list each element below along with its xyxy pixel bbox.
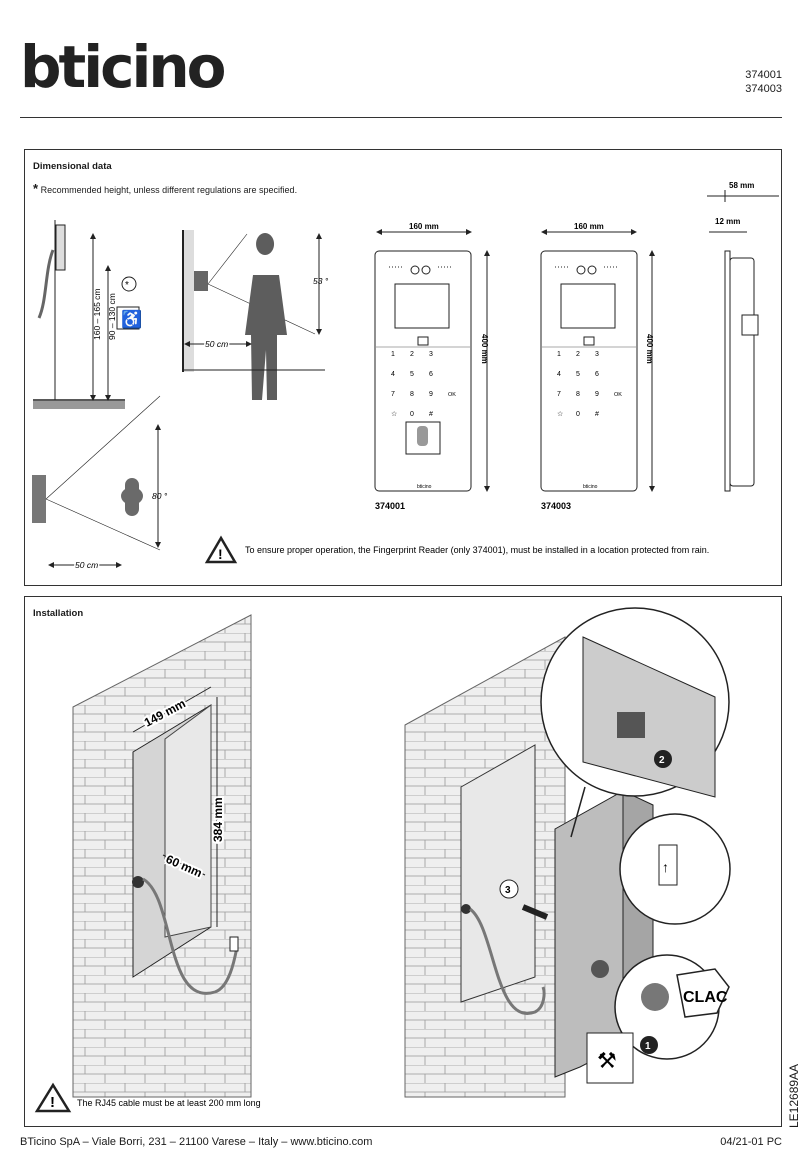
vertical-angle-label: 53 °	[313, 276, 329, 286]
wall-side-view: 160 – 165 cm 90 – 130 cm * ♿	[33, 220, 142, 409]
fingerprint-warning-text: To ensure proper operation, the Fingerpr…	[245, 545, 709, 555]
step-1: 1	[645, 1041, 651, 1052]
keypad-key: #	[429, 411, 433, 418]
dimensional-data-panel: Dimensional data * Recommended height, u…	[24, 149, 782, 586]
width-label-a: 160 mm	[409, 222, 439, 231]
keypad-key: 6	[429, 371, 433, 378]
side-profile: 58 mm 12 mm	[707, 181, 779, 492]
screwdriver-icon: ⚒	[597, 1048, 617, 1073]
svg-text:!: !	[218, 546, 223, 562]
keypad-key: 8	[410, 391, 414, 398]
panel-brand-b: bticino	[583, 484, 598, 490]
footer-code: 04/21-01 PC	[720, 1136, 782, 1148]
distance-label-1: 50 cm	[205, 339, 228, 349]
ok-key: OK	[448, 392, 456, 398]
keypad-key: 4	[391, 371, 395, 378]
rj45-warning: ! The RJ45 cable must be at least 200 mm…	[34, 1082, 261, 1113]
keypad-key: 2	[410, 351, 414, 358]
product-code-1: 374001	[745, 69, 782, 81]
clac-label: CLAC	[683, 989, 728, 1006]
installation-drawings: 149 mm 384 mm 60 mm 3 2	[34, 607, 731, 1113]
height-label-b: 400 mm	[645, 334, 654, 364]
recess-height-label: 384 mm	[211, 797, 225, 842]
person-view: 53 ° 50 cm	[182, 230, 329, 400]
height-label-a: 400 mm	[480, 334, 489, 364]
top-view: 80 ° 50 cm	[32, 395, 168, 572]
keypad-key: 3	[595, 351, 599, 358]
ok-key: OK	[614, 392, 622, 398]
keypad-key: 9	[429, 391, 433, 398]
keypad-key: ☆	[391, 410, 397, 418]
panel-374001: 160 mm bticino 400 mm 1 2 3 4 5 6 7 8 9 ☆ 0 # OK	[374, 222, 490, 492]
dimensional-drawings: 160 – 165 cm 90 – 130 cm * ♿ 53 ° 50 cm	[32, 181, 779, 572]
dimensional-data-title: Dimensional data	[33, 161, 112, 172]
accessibility-icon: ♿	[121, 309, 142, 329]
svg-text:*: *	[125, 280, 129, 291]
detail-slot: ↑	[619, 813, 731, 925]
panel-brand-a: bticino	[417, 484, 432, 490]
header-divider	[20, 117, 782, 118]
brand-logo: bticino	[20, 33, 227, 101]
footer-address: BTicino SpA – Viale Borri, 231 – 21100 V…	[20, 1136, 373, 1148]
keypad-key: 7	[557, 391, 561, 398]
height-range-2: 90 – 130 cm	[107, 293, 117, 340]
installation-title: Installation	[33, 608, 84, 619]
keypad-key: #	[595, 411, 599, 418]
model-label-b: 374003	[541, 501, 571, 511]
panel-374003: 160 mm bticino 400 mm 1 2 3 4 5 6 7 8 9 ☆ 0 # OK	[540, 222, 655, 492]
step-2: 2	[659, 755, 665, 766]
recommended-height-note: * Recommended height, unless different r…	[33, 181, 298, 196]
model-label-a: 374001	[375, 501, 405, 511]
depth-part-label: 12 mm	[715, 217, 740, 226]
distance-label-2: 50 cm	[75, 560, 98, 570]
keypad-key: 4	[557, 371, 561, 378]
keypad-key: 1	[557, 351, 561, 358]
document-id: LE12689AA	[787, 1063, 801, 1128]
installation-panel: Installation 149 mm 384 mm 60 mm	[24, 596, 782, 1127]
keypad-key: 5	[410, 371, 414, 378]
keypad-key: 7	[391, 391, 395, 398]
step-3: 3	[505, 885, 511, 896]
fingerprint-warning: ! To ensure proper operation, the Finger…	[204, 535, 709, 564]
keypad-key: 9	[595, 391, 599, 398]
product-codes: 374001 374003	[745, 68, 782, 96]
keypad-key: 0	[410, 411, 414, 418]
detail-latch: 2	[540, 607, 730, 838]
keypad-key: 8	[576, 391, 580, 398]
product-code-2: 374003	[745, 83, 782, 95]
rj45-warning-text: The RJ45 cable must be at least 200 mm l…	[77, 1098, 261, 1108]
wall-recess: 149 mm 384 mm 60 mm	[72, 614, 252, 1098]
svg-text:!: !	[50, 1094, 55, 1111]
keypad-key: 5	[576, 371, 580, 378]
height-range-1: 160 – 165 cm	[92, 288, 102, 340]
keypad-key: 0	[576, 411, 580, 418]
detail-clip: 1 CLAC ⚒	[586, 954, 730, 1084]
horizontal-angle-label: 80 °	[152, 491, 168, 501]
depth-total-label: 58 mm	[729, 181, 754, 190]
keypad-key: 3	[429, 351, 433, 358]
svg-text:↑: ↑	[662, 859, 669, 875]
keypad-key: 1	[391, 351, 395, 358]
keypad-key: 6	[595, 371, 599, 378]
keypad-key: ☆	[557, 410, 563, 418]
keypad-key: 2	[576, 351, 580, 358]
width-label-b: 160 mm	[574, 222, 604, 231]
